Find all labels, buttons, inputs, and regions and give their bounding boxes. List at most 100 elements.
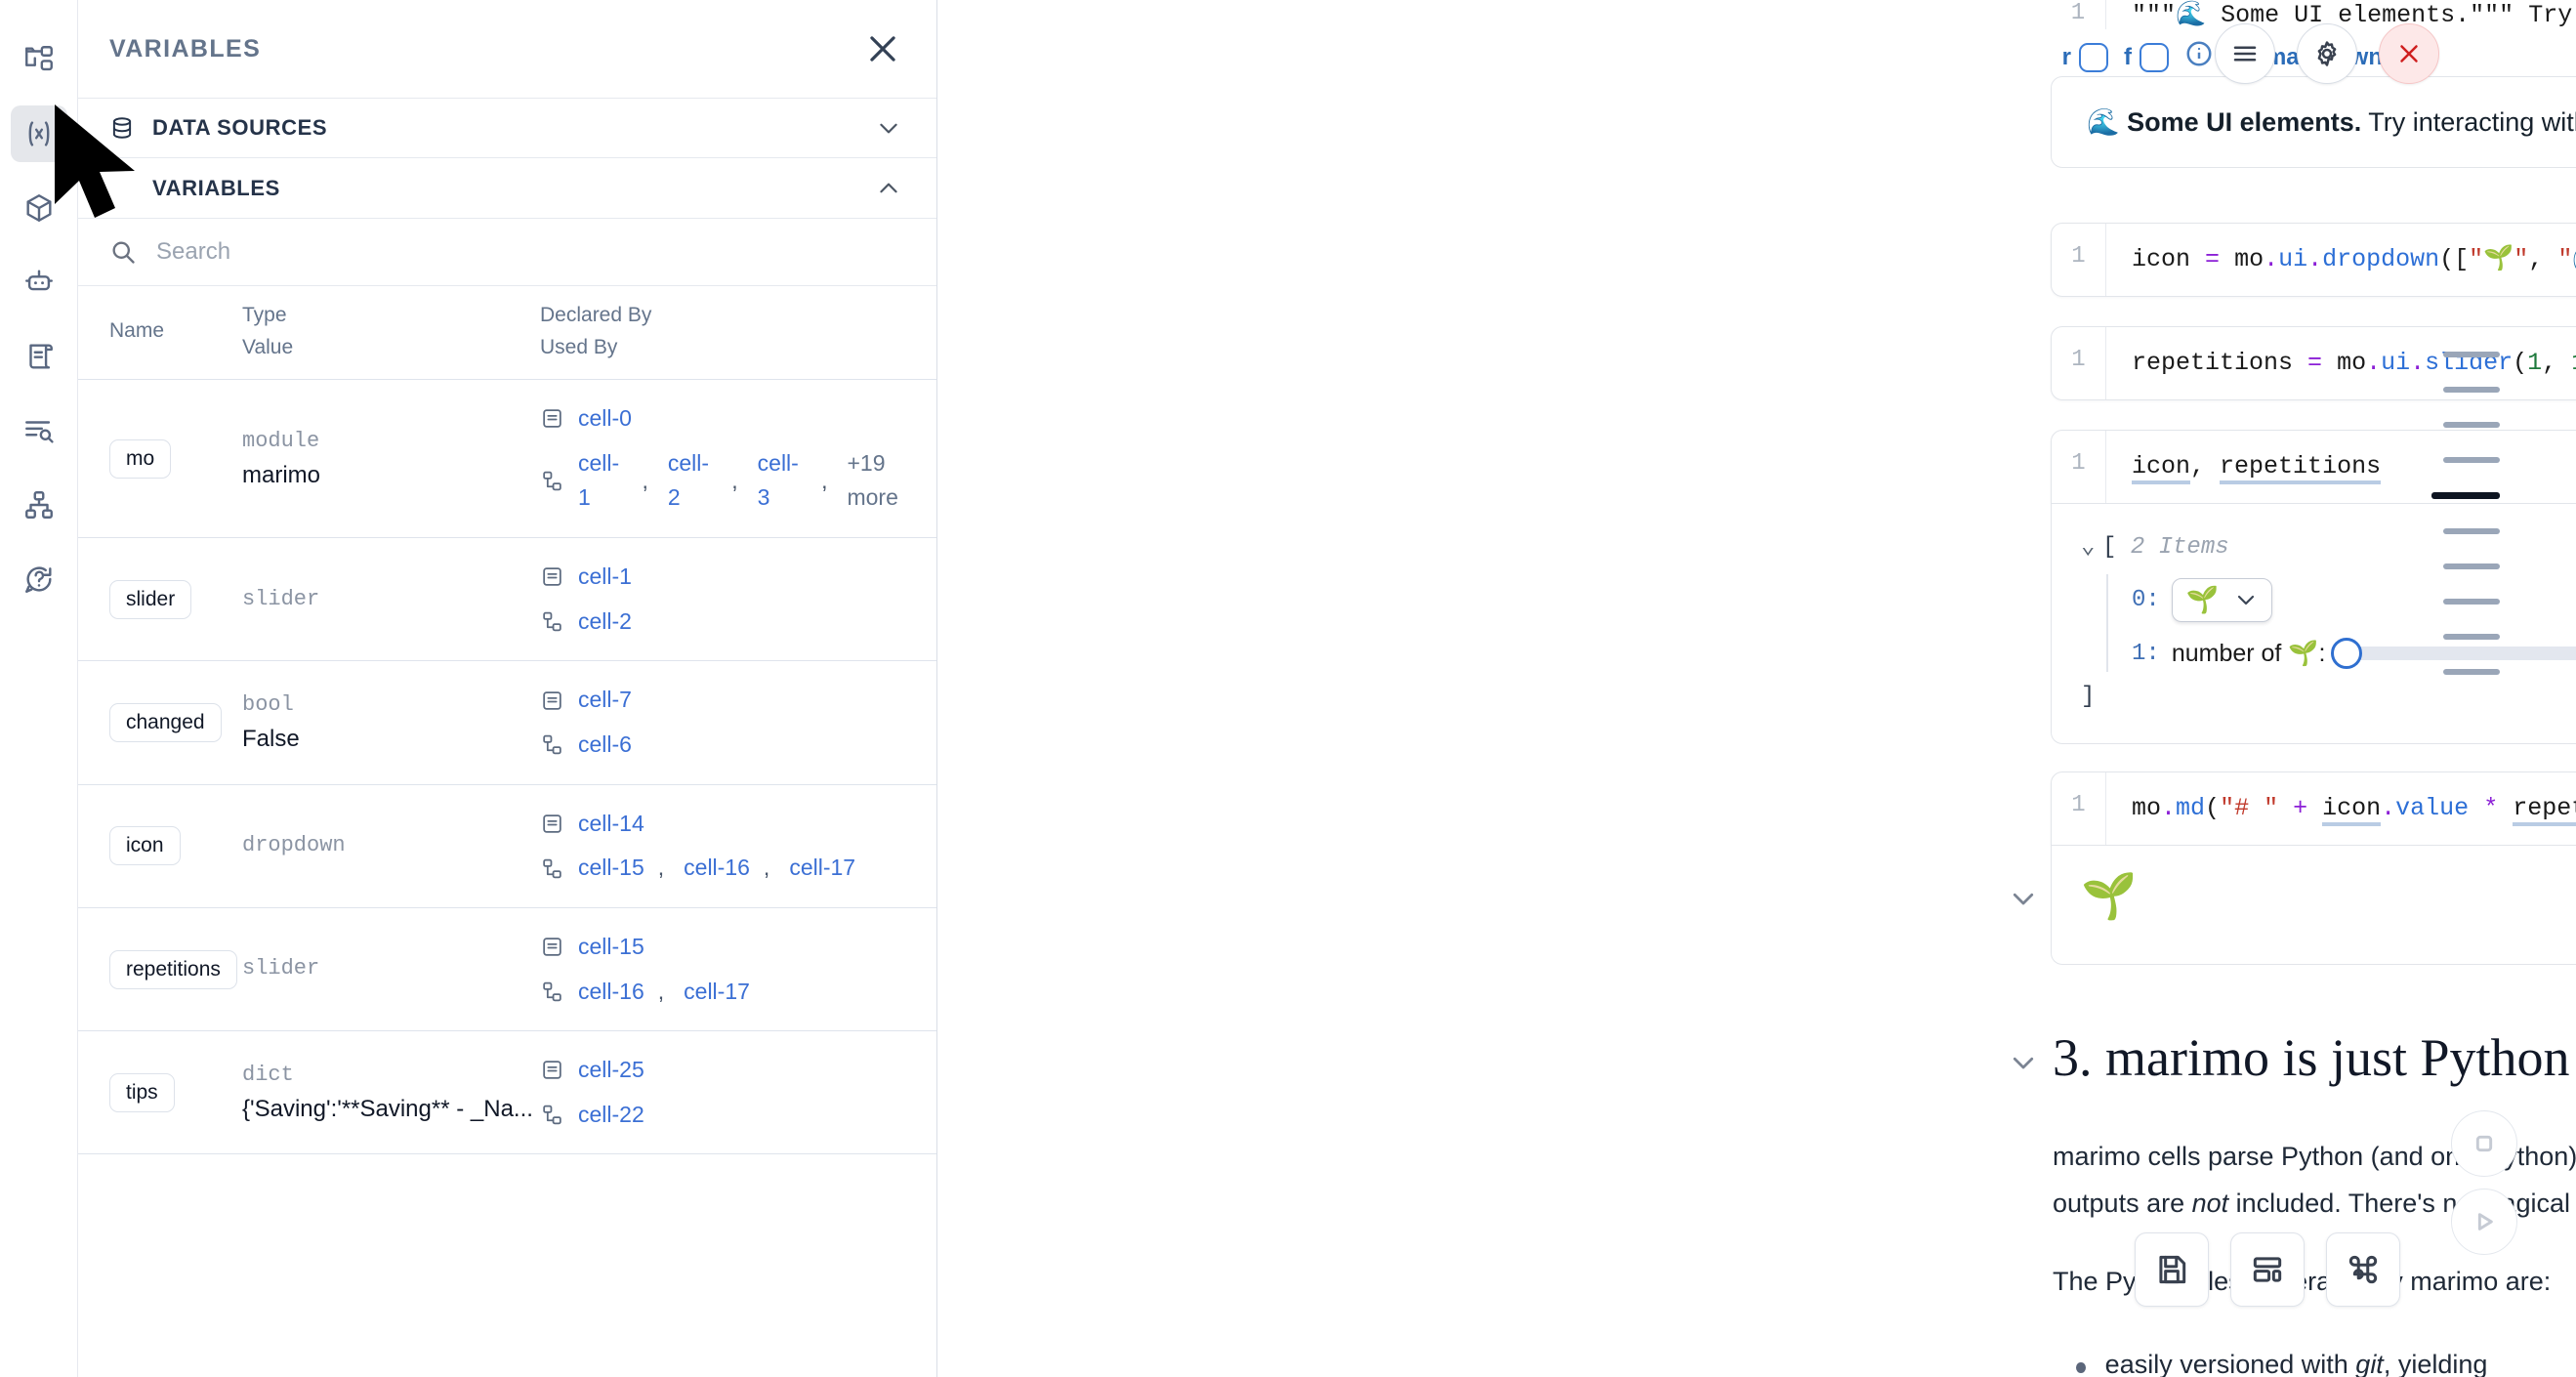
section-data-sources[interactable]: DATA SOURCES xyxy=(78,98,936,158)
minimap-mark[interactable] xyxy=(2443,387,2500,393)
cell-refs: cell-25 cell-22 xyxy=(540,1030,936,1155)
file-explorer-icon[interactable] xyxy=(11,31,67,88)
cell-reference-link[interactable]: cell-25 xyxy=(578,1057,644,1083)
logs-search-icon[interactable] xyxy=(11,402,67,459)
chevron-down-icon[interactable]: ⌄ xyxy=(2081,533,2096,561)
minimap-mark[interactable] xyxy=(2431,492,2500,499)
gear-icon[interactable] xyxy=(2297,23,2357,84)
code-text[interactable]: icon = mo.ui.dropdown(["🌱", "🌊", "✨"], v… xyxy=(2132,245,2576,273)
used-by-line: cell-22 xyxy=(540,1098,936,1133)
code-text[interactable]: repetitions = mo.ui.slider(1, 16, label=… xyxy=(2132,349,2576,377)
cell-reference-link[interactable]: cell-2 xyxy=(667,449,709,511)
packages-icon[interactable] xyxy=(11,180,67,236)
table-header-row: Name Type Value Declared By Used By xyxy=(78,284,936,381)
code-cell-dropdown[interactable]: 1 icon = mo.ui.dropdown(["🌱", "🌊", "✨"],… xyxy=(2051,223,2576,297)
freeze-pill-icon[interactable] xyxy=(2139,42,2169,72)
minimap-mark[interactable] xyxy=(2443,528,2500,534)
cell-reference-link[interactable]: cell-1 xyxy=(578,563,632,590)
minimap-mark[interactable] xyxy=(2443,563,2500,569)
run-icon[interactable] xyxy=(2451,1189,2517,1255)
section-variables[interactable]: VARIABLES xyxy=(78,158,936,219)
minimap-mark[interactable] xyxy=(2443,352,2500,357)
variable-value: marimo xyxy=(242,461,321,488)
reactive-pill-icon[interactable] xyxy=(2078,42,2108,72)
code-text[interactable]: icon, repetitions xyxy=(2106,431,2382,503)
variable-name-chip[interactable]: mo xyxy=(109,438,172,479)
dropdown-input[interactable]: 🌱 xyxy=(2171,577,2273,622)
variable-name-chip[interactable]: changed xyxy=(109,702,222,742)
declared-by-line: cell-15 xyxy=(540,930,936,965)
minimap-scroll-indicator[interactable] xyxy=(2431,352,2500,675)
cell-reference-link[interactable]: cell-3 xyxy=(757,449,799,511)
dependency-graph-icon[interactable] xyxy=(11,477,67,533)
more-count-label[interactable]: +19 more xyxy=(847,449,898,511)
slider-input[interactable] xyxy=(2331,638,2576,670)
cell-reference-link[interactable]: cell-17 xyxy=(789,855,856,881)
variable-value: {'Saving':'**Saving** - _Na... xyxy=(242,1095,533,1122)
slider-label: number of 🌱: xyxy=(2171,639,2326,667)
menu-icon[interactable] xyxy=(2215,23,2275,84)
tree-output: ⌄[ 2 Items 0: 🌱 1: nu xyxy=(2051,503,2576,744)
search-input[interactable] xyxy=(156,238,905,266)
help-icon[interactable] xyxy=(11,551,67,607)
minimap-mark[interactable] xyxy=(2443,599,2500,605)
cell-reference-link[interactable]: cell-16 xyxy=(684,855,750,881)
cell-reference-link[interactable]: cell-16 xyxy=(578,978,644,1004)
cell-type-value: dropdown xyxy=(242,784,540,908)
cell-reference-link[interactable]: cell-14 xyxy=(578,810,644,836)
collapse-chevron-heading[interactable] xyxy=(2004,1043,2043,1082)
slider-thumb[interactable] xyxy=(2331,638,2363,670)
chat-bot-icon[interactable] xyxy=(11,254,67,311)
minimap-mark[interactable] xyxy=(2443,669,2500,675)
cell-link-icon xyxy=(543,1105,561,1125)
close-icon[interactable] xyxy=(2379,23,2439,84)
cell-reference-link[interactable]: cell-6 xyxy=(578,730,632,757)
cell-reference-link[interactable]: cell-7 xyxy=(578,687,632,713)
cell-reference-link[interactable]: cell-15 xyxy=(578,855,644,881)
cell-reference-link[interactable]: cell-22 xyxy=(578,1101,644,1127)
command-icon[interactable] xyxy=(2326,1232,2400,1307)
layout-icon[interactable] xyxy=(2230,1232,2305,1307)
bullet-1-pre: easily versioned with xyxy=(2104,1350,2356,1377)
info-icon[interactable] xyxy=(2184,39,2214,75)
chevron-up-icon xyxy=(880,183,897,192)
cell-reference-link[interactable]: cell-2 xyxy=(578,607,632,634)
cell-reference-link[interactable]: cell-17 xyxy=(684,978,750,1004)
save-icon[interactable] xyxy=(2135,1232,2209,1307)
stop-icon[interactable] xyxy=(2451,1110,2517,1177)
tree-header-row[interactable]: ⌄[ 2 Items xyxy=(2081,531,2576,561)
tree-open-bracket: [ xyxy=(2102,533,2117,561)
minimap-mark[interactable] xyxy=(2443,457,2500,463)
minimap-mark[interactable] xyxy=(2443,422,2500,428)
scratchpad-icon[interactable] xyxy=(11,328,67,385)
cell-reference-link[interactable]: cell-15 xyxy=(578,933,644,959)
variable-name-chip[interactable]: tips xyxy=(109,1072,175,1112)
close-icon[interactable] xyxy=(864,30,901,67)
bullet-1-italic: git xyxy=(2355,1350,2384,1377)
section-label: DATA SOURCES xyxy=(152,115,328,140)
code-cell-md[interactable]: 1 mo.md("# " + icon.value * repetitions.… xyxy=(2051,772,2576,965)
cell-link-icon xyxy=(543,858,561,878)
section-heading: 3. marimo is just Python xyxy=(2053,1028,2570,1087)
collapse-chevron-md-cell[interactable] xyxy=(2004,879,2043,918)
reactive-toggle[interactable]: r xyxy=(2062,42,2108,72)
minimap-mark[interactable] xyxy=(2443,634,2500,640)
cell-reference-link[interactable]: cell-1 xyxy=(578,449,620,511)
freeze-toggle[interactable]: f xyxy=(2124,42,2169,72)
cell-name: repetitions xyxy=(78,907,242,1032)
search-icon xyxy=(112,241,135,264)
code-text[interactable]: mo.md("# " + icon.value * repetitions.va… xyxy=(2106,772,2576,845)
variables-icon[interactable] xyxy=(10,105,67,162)
variable-name-chip[interactable]: icon xyxy=(109,826,181,866)
cell-reference-link[interactable]: cell-0 xyxy=(578,405,632,432)
code-cell-display[interactable]: 1 icon, repetitions ⌄[ 2 Items 0: 🌱 xyxy=(2051,430,2576,744)
database-icon xyxy=(112,117,132,139)
variable-name-chip[interactable]: repetitions xyxy=(109,949,237,989)
line-number: 1 xyxy=(2052,772,2106,845)
variable-name-chip[interactable]: slider xyxy=(109,579,192,619)
cell-name: tips xyxy=(78,1030,242,1155)
